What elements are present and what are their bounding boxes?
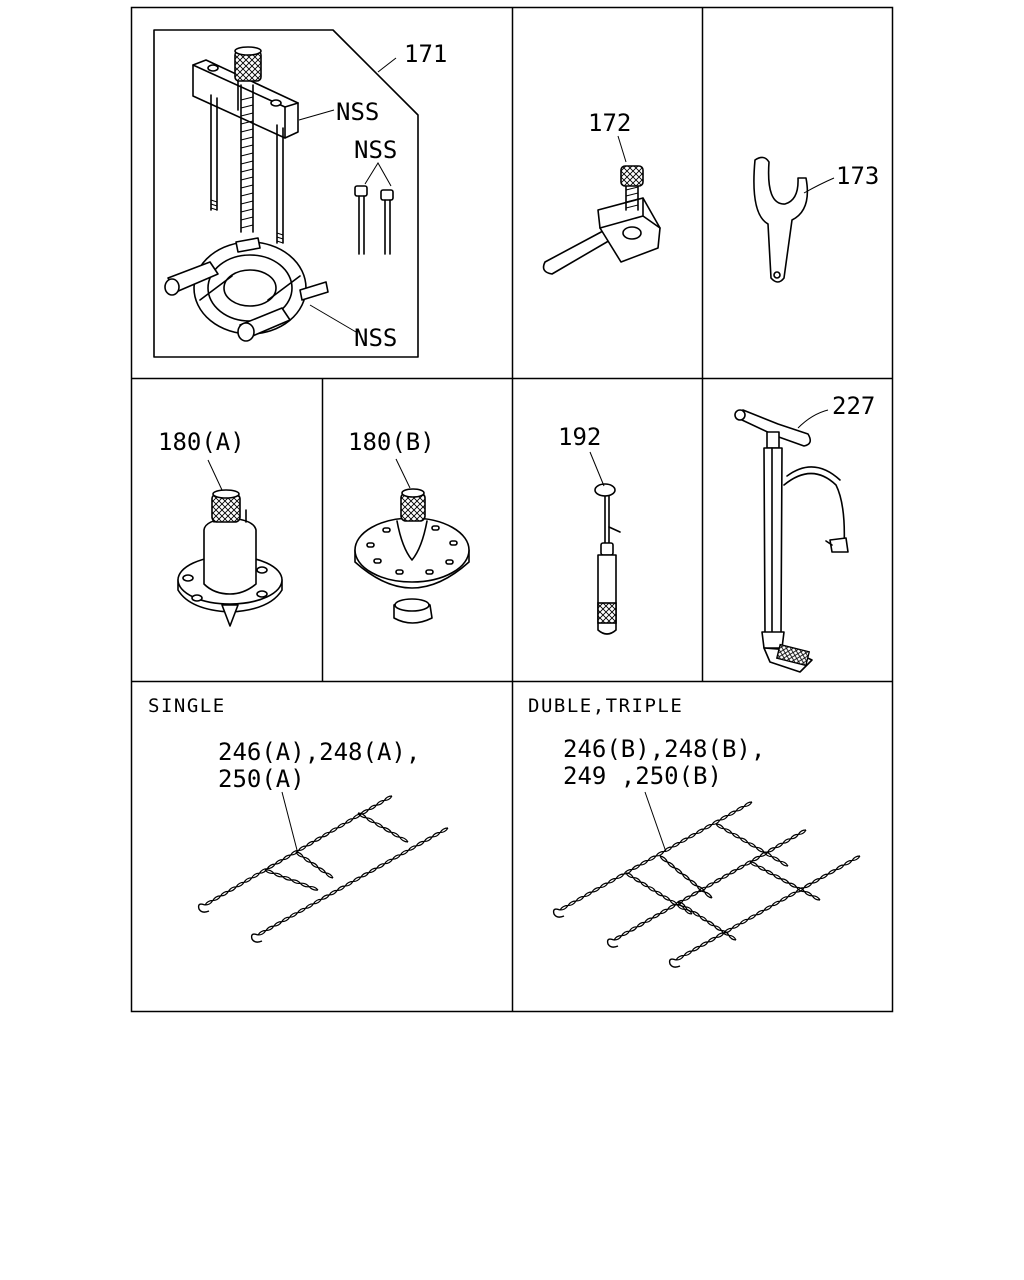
side-chain — [257, 827, 449, 936]
cross-chain — [677, 901, 737, 941]
tire-valve-tool-icon — [589, 451, 621, 635]
callout-227: 227 — [832, 392, 875, 420]
single-chain-header: SINGLE — [148, 695, 226, 717]
single-chain-label-line2: 250(A) — [218, 765, 305, 793]
valve-lifter-tool-icon — [542, 135, 661, 275]
callout-172: 172 — [588, 109, 631, 137]
bearing-installer-a-icon — [177, 459, 283, 627]
chain-hook — [668, 958, 681, 968]
cross-chain — [749, 861, 821, 901]
side-chain — [204, 795, 393, 906]
callout-171-nss-clamp: NSS — [354, 324, 397, 352]
single-chain-label-line1: 246(A),248(A), — [218, 738, 420, 766]
side-chain — [675, 855, 861, 961]
cross-chain — [659, 855, 713, 899]
bearing-installer-b-icon — [354, 458, 470, 624]
callout-192: 192 — [558, 423, 601, 451]
cross-chain — [295, 851, 334, 879]
cross-chain — [715, 823, 789, 867]
callout-180a: 180(A) — [158, 428, 245, 456]
tire-pump-icon — [734, 409, 849, 673]
double-triple-chain-label-line2: 249 ,250(B) — [563, 762, 722, 790]
chain-hook — [250, 933, 263, 943]
callout-171-nss-top: NSS — [336, 98, 379, 126]
hook-spanner-icon — [753, 156, 835, 283]
chain-hook — [197, 903, 210, 913]
callout-173: 173 — [836, 162, 879, 190]
double-triple-chain-header: DUBLE,TRIPLE — [528, 695, 683, 717]
cross-chain — [357, 812, 409, 843]
double-triple-chain-label-line1: 246(B),248(B), — [563, 735, 765, 763]
cross-chain — [264, 869, 319, 891]
callout-180b: 180(B) — [348, 428, 435, 456]
tire-chain-single-icon — [197, 791, 449, 943]
callout-171-nss-bolts: NSS — [354, 136, 397, 164]
callout-171: 171 — [404, 40, 447, 68]
diagram-frame — [130, 6, 894, 1013]
screw-threads — [240, 96, 254, 229]
tire-chain-double-triple-icon — [552, 791, 861, 968]
chain-hook — [552, 908, 565, 918]
side-chain — [559, 801, 753, 911]
cross-chain — [625, 872, 693, 915]
chain-hook — [606, 938, 619, 948]
flange-slots — [366, 525, 458, 575]
side-chain — [613, 829, 807, 941]
bearing-puller-icon — [153, 29, 419, 358]
